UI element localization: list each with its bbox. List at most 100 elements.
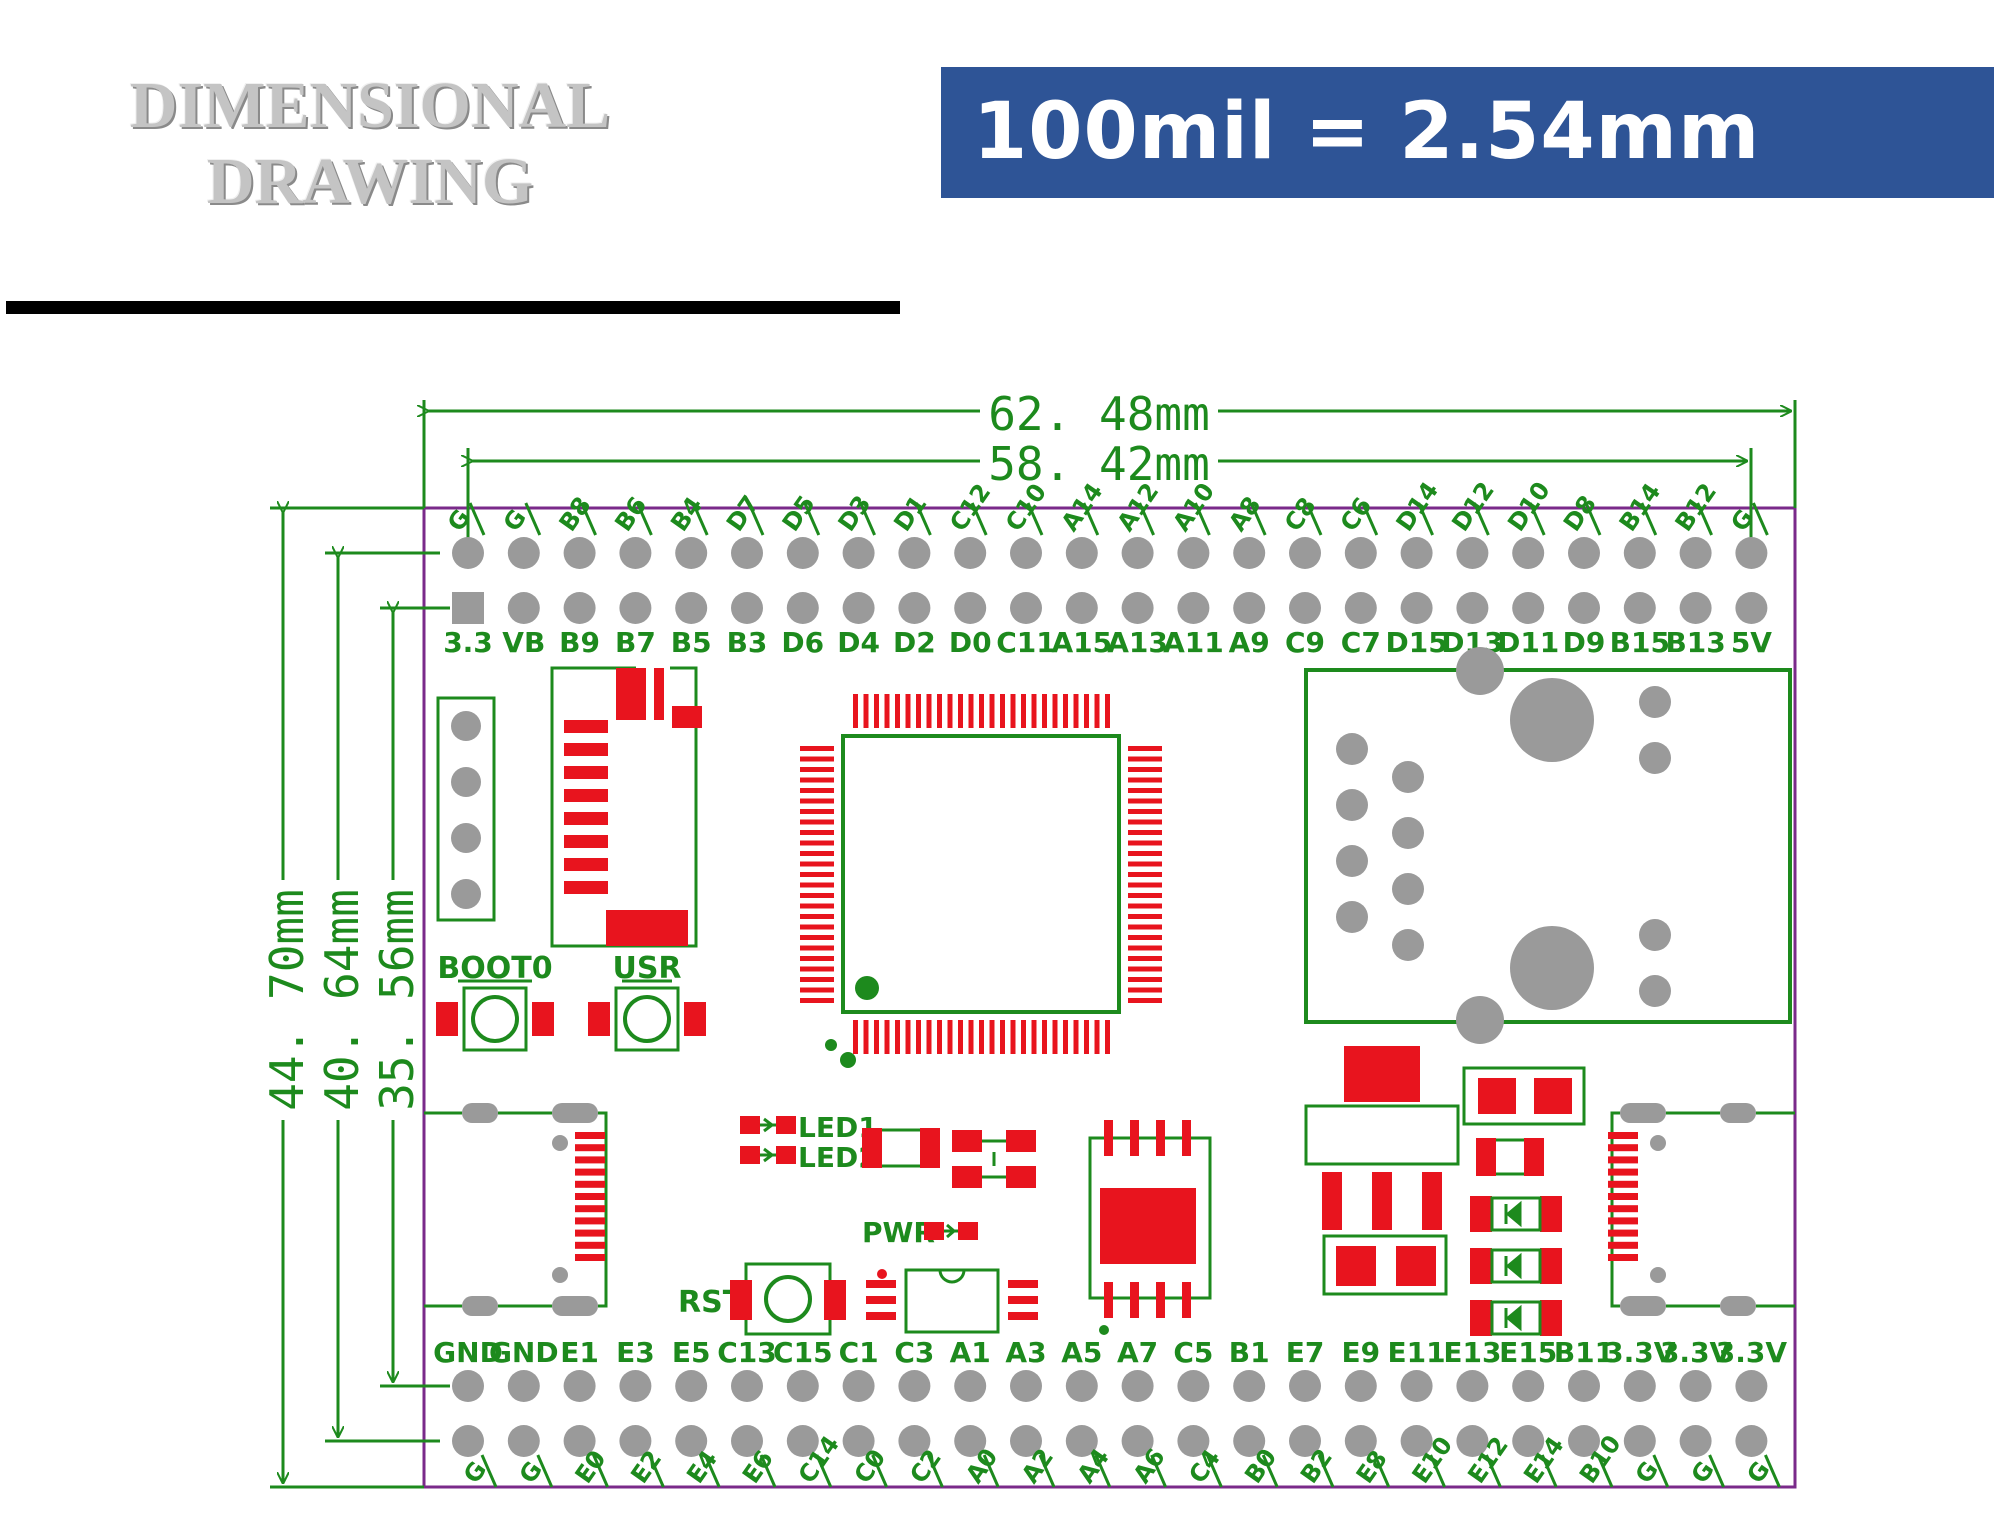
rj45-connector xyxy=(1304,647,1792,1044)
header-pin: 5V xyxy=(1731,592,1772,659)
pin-label: C15 xyxy=(773,1336,833,1369)
pin-label: E9 xyxy=(1341,1336,1380,1369)
header-pin: C13 xyxy=(717,1336,777,1402)
pin-label: B7 xyxy=(615,626,656,659)
pin-label: D11 xyxy=(1497,626,1559,659)
pin-label: B6 xyxy=(609,492,652,537)
height-dimension-outer xyxy=(270,508,424,1489)
width-outer-label: 62. 48mm xyxy=(988,387,1210,441)
header-pin: B7 xyxy=(615,592,656,659)
header-pin: E3 xyxy=(616,1336,655,1402)
pin-label: E1 xyxy=(560,1336,599,1369)
header-pin: D0 xyxy=(949,592,992,659)
pin-label: D5 xyxy=(777,490,821,536)
header-pin: G xyxy=(452,1425,498,1488)
header-pin: A6 xyxy=(1121,1425,1171,1488)
width-dimension-outer xyxy=(424,400,1797,508)
header-pin: A13 xyxy=(1107,592,1168,659)
header-pin: C15 xyxy=(773,1336,833,1402)
pin-label: B8 xyxy=(554,492,597,537)
unit-banner-text: 100mil = 2.54mm xyxy=(973,87,1761,177)
header-pin: B9 xyxy=(559,592,600,659)
pin-label: A15 xyxy=(1051,626,1112,659)
pin-label: C11 xyxy=(996,626,1056,659)
header-pin: E7 xyxy=(1286,1336,1325,1402)
header-pin: B0 xyxy=(1233,1425,1282,1488)
header-pin: C1 xyxy=(839,1336,879,1402)
pin-label: B4 xyxy=(665,492,708,537)
header-pin: A10 xyxy=(1167,478,1220,569)
header-pin: E9 xyxy=(1341,1336,1380,1402)
header-pin: B8 xyxy=(554,492,597,569)
oscillator-block xyxy=(550,666,702,948)
header-pin: GND xyxy=(489,1336,559,1402)
header-pin: B12 xyxy=(1670,478,1722,569)
pin-label: B13 xyxy=(1665,626,1725,659)
title-divider xyxy=(6,301,900,314)
pin-label: C13 xyxy=(717,1336,777,1369)
header-pin: A2 xyxy=(1010,1425,1059,1488)
pin-label: D4 xyxy=(837,626,880,659)
pin-label: VB xyxy=(502,626,545,659)
pin-label: A8 xyxy=(1223,491,1266,536)
pin-label: D8 xyxy=(1558,490,1602,536)
header-pin: B5 xyxy=(671,592,712,659)
pin-label: A13 xyxy=(1107,626,1168,659)
header-pin: A3 xyxy=(1005,1336,1047,1402)
header-pin: C3 xyxy=(894,1336,934,1402)
header-pin: E14 xyxy=(1512,1425,1570,1488)
header-pin: A14 xyxy=(1056,478,1109,569)
header-pin: G xyxy=(498,502,542,569)
header-pin: D3 xyxy=(833,490,877,569)
header-pin: D10 xyxy=(1502,477,1556,569)
pin-label: A1 xyxy=(950,1336,991,1369)
header-pin: B4 xyxy=(665,492,709,569)
header-pin: E11 xyxy=(1388,1336,1446,1402)
title-line-2: DRAWING xyxy=(206,145,534,218)
header-pin: D12 xyxy=(1446,477,1500,569)
header-pin: G xyxy=(1679,1425,1725,1488)
header-pin: B10 xyxy=(1568,1425,1627,1488)
pin-label: B15 xyxy=(1610,626,1670,659)
header-pin: E8 xyxy=(1344,1425,1393,1488)
header-pin: E12 xyxy=(1456,1425,1514,1488)
header-pin: C2 xyxy=(898,1425,947,1488)
header-pin: A7 xyxy=(1117,1336,1158,1402)
usr-button: USR xyxy=(588,951,706,1052)
header-pin: A8 xyxy=(1223,491,1267,569)
pin-label: E3 xyxy=(616,1336,655,1369)
header-pin: VB xyxy=(502,592,545,659)
height-outer-label: 44. 70mm xyxy=(260,889,314,1111)
pin-label: G xyxy=(1686,1456,1720,1488)
height-mid-label: 40. 64mm xyxy=(315,889,369,1111)
reset-button: RST xyxy=(678,1262,846,1336)
header-pin: D14 xyxy=(1391,477,1444,569)
pin-label: C5 xyxy=(1173,1336,1213,1369)
pin-label: B11 xyxy=(1554,1336,1614,1369)
header-pin: 3.3V xyxy=(1604,1336,1676,1402)
pin-label: 5V xyxy=(1731,626,1772,659)
header-pin: D2 xyxy=(893,592,936,659)
pin-label: B1 xyxy=(1229,1336,1270,1369)
width-inner-label: 58. 42mm xyxy=(988,437,1210,491)
pin-label: D15 xyxy=(1385,626,1447,659)
header-pin: G xyxy=(1725,502,1769,569)
height-dimension-inner xyxy=(380,608,450,1388)
pin-label: G xyxy=(458,1456,492,1488)
pin-label: D2 xyxy=(893,626,936,659)
header-pin: C11 xyxy=(996,592,1056,659)
header-pin: C4 xyxy=(1177,1425,1226,1488)
protection-diodes xyxy=(1462,1066,1586,1336)
header-pin: E13 xyxy=(1443,1336,1501,1402)
header-pin: 3.3 xyxy=(443,592,493,659)
pin-label: E7 xyxy=(1286,1336,1325,1369)
header-pin: A1 xyxy=(950,1336,991,1402)
width-dimension-inner xyxy=(468,448,1753,540)
pin-label: GND xyxy=(489,1336,559,1369)
pin-label: D3 xyxy=(833,490,877,536)
header-pin: G xyxy=(1623,1425,1670,1488)
boot0-button: BOOT0 xyxy=(436,951,554,1052)
header-pin: A4 xyxy=(1065,1425,1115,1488)
header-pin: B15 xyxy=(1610,592,1670,659)
